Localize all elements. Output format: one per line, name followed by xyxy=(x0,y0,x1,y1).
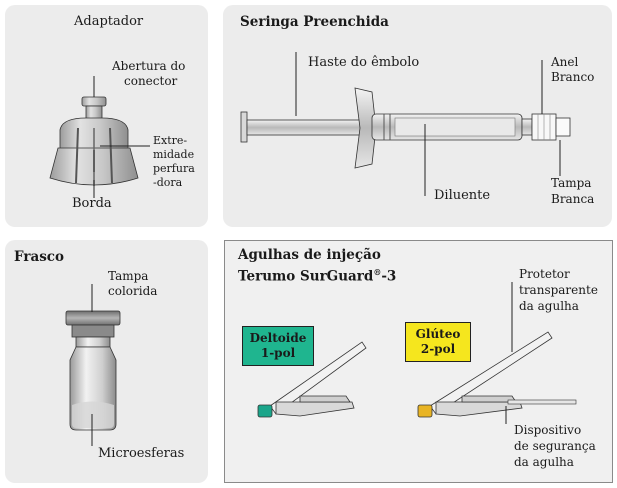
deltoide-badge-line2: 1-pol xyxy=(260,346,296,360)
syringe-illustration xyxy=(240,52,571,196)
tampa-colorida-label-1: Tampa xyxy=(108,269,149,283)
anel-label-1: Anel xyxy=(551,55,579,69)
needle-gluteo-illustration xyxy=(417,282,577,424)
anel-label-2: Branco xyxy=(551,70,595,84)
gluteo-badge-line2: 2-pol xyxy=(420,342,456,356)
tampa-colorida-label-2: colorida xyxy=(108,284,158,298)
deltoide-badge-line1: Deltoide xyxy=(249,331,307,345)
tampa-branca-label-1: Tampa xyxy=(551,176,592,190)
deltoide-badge: Deltoide 1-pol xyxy=(242,326,314,366)
agulhas-title-1: Agulhas de injeção xyxy=(238,247,381,263)
diluente-label: Diluente xyxy=(434,188,491,203)
extremidade-label-2: midade xyxy=(153,148,195,161)
adapter-illustration xyxy=(49,76,150,198)
protetor-label-1: Protetor xyxy=(519,267,570,281)
seringa-title: Seringa Preenchida xyxy=(240,14,389,30)
abertura-label-2: conector xyxy=(124,74,178,88)
needle-deltoide-illustration xyxy=(257,341,367,418)
tampa-branca-label-2: Branca xyxy=(551,192,595,206)
borda-label: Borda xyxy=(72,196,112,211)
registered-mark: ® xyxy=(373,267,382,277)
dispositivo-label-3: da agulha xyxy=(514,455,574,469)
frasco-title: Frasco xyxy=(14,249,65,265)
vial-illustration xyxy=(65,284,121,446)
extremidade-label-4: -dora xyxy=(153,176,183,189)
protetor-label-2: transparente xyxy=(519,283,598,297)
agulhas-title-2-suffix: -3 xyxy=(381,268,397,285)
dispositivo-label-1: Dispositivo xyxy=(514,423,582,437)
agulhas-title-2-main: Terumo SurGuard xyxy=(238,268,374,285)
gluteo-badge-line1: Glúteo xyxy=(415,327,461,341)
adaptador-panel xyxy=(5,5,208,227)
haste-label: Haste do êmbolo xyxy=(308,55,420,70)
abertura-label-1: Abertura do xyxy=(112,59,186,73)
microesferas-label: Microesferas xyxy=(98,446,185,461)
adaptador-title: Adaptador xyxy=(74,14,144,29)
dispositivo-label-2: de segurança xyxy=(514,439,596,453)
extremidade-label-3: perfura xyxy=(153,162,195,175)
agulhas-title-2: Terumo SurGuard®-3 xyxy=(238,264,396,285)
protetor-label-3: da agulha xyxy=(519,299,579,313)
gluteo-badge: Glúteo 2-pol xyxy=(405,322,471,362)
extremidade-label-1: Extre- xyxy=(153,134,188,147)
